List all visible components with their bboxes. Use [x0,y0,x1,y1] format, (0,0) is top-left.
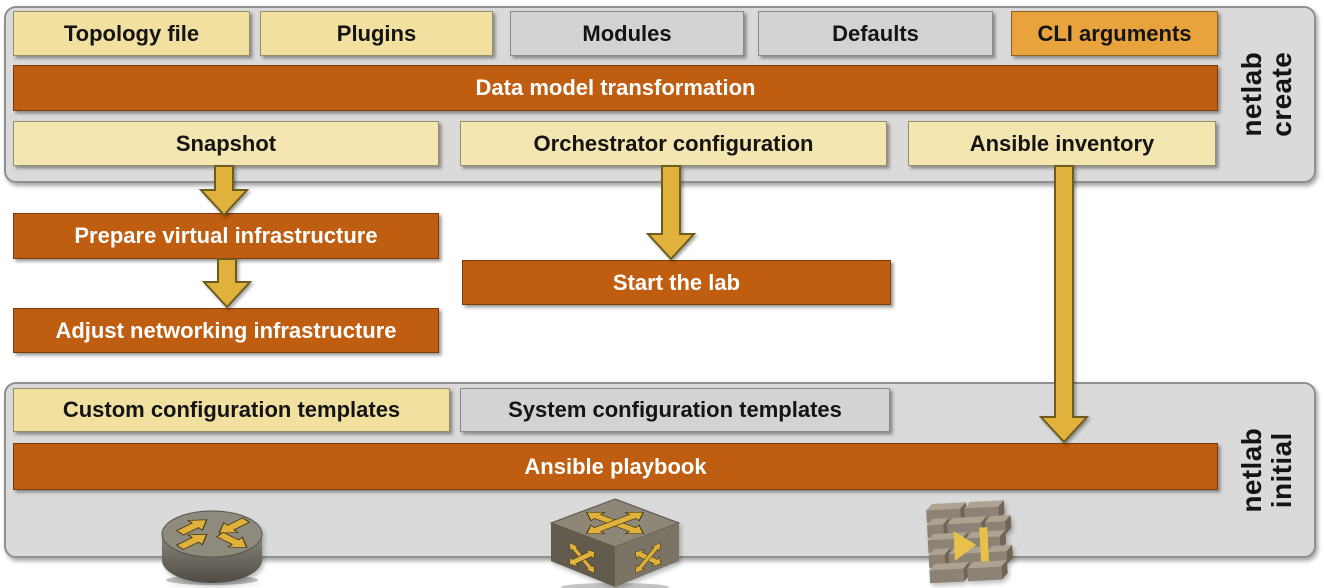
netlab-initial-label-line2: initial [1265,432,1297,508]
netlab-create-label-line2: create [1265,52,1297,137]
ansible-inventory-box: Ansible inventory [908,121,1216,166]
netlab-create-label-line1: netlab [1235,52,1267,137]
plugins-box: Plugins [260,11,493,56]
orchestrator-configuration-box: Orchestrator configuration [460,121,887,166]
defaults-box: Defaults [758,11,993,56]
start-the-lab-box: Start the lab [462,260,891,305]
netlab-create-label-wrap: netlab create [1218,6,1316,183]
router-icon [161,510,263,585]
netlab-create-label: netlab create [1235,52,1297,137]
topology-file-box: Topology file [13,11,250,56]
switch-icon [549,498,681,588]
snapshot-box: Snapshot [13,121,439,166]
netlab-initial-label: netlab initial [1235,427,1297,513]
adjust-networking-infrastructure-box: Adjust networking infrastructure [13,308,439,353]
arrow-prepare-to-adjust [201,258,253,309]
cli-arguments-box: CLI arguments [1011,11,1218,56]
netlab-initial-label-wrap: netlab initial [1218,382,1316,558]
prepare-virtual-infrastructure-box: Prepare virtual infrastructure [13,213,439,259]
data-model-transformation-bar: Data model transformation [13,65,1218,111]
system-configuration-templates-box: System configuration templates [460,388,890,432]
modules-box: Modules [510,11,744,56]
firewall-icon [925,500,1014,584]
ansible-playbook-bar: Ansible playbook [13,443,1218,490]
netlab-initial-label-line1: netlab [1235,427,1267,513]
custom-configuration-templates-box: Custom configuration templates [13,388,450,432]
